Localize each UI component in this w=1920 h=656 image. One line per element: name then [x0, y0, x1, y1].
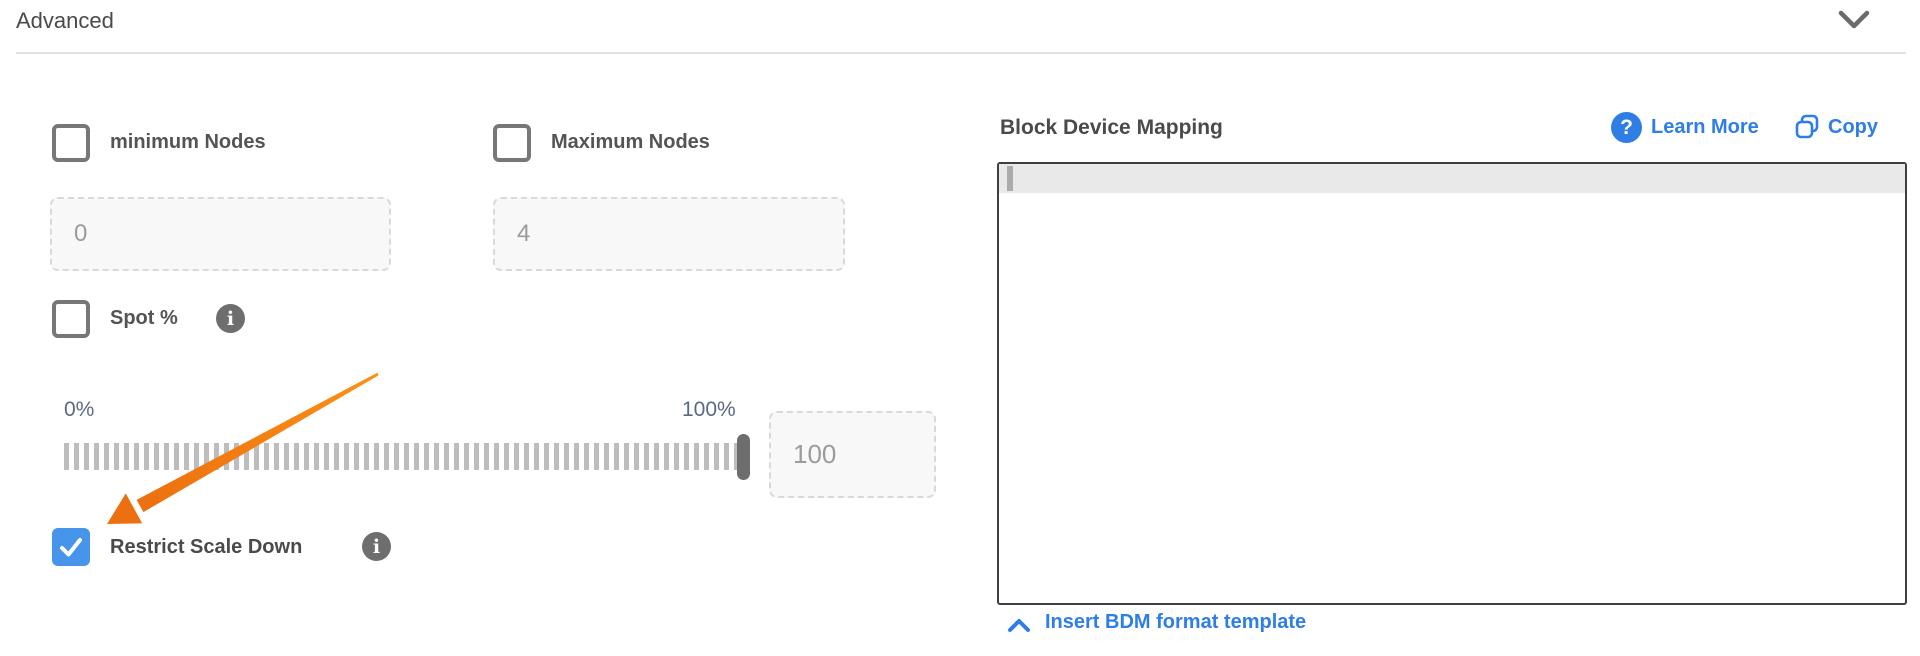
editor-cursor [1007, 166, 1013, 191]
maximum-nodes-checkbox[interactable] [493, 124, 531, 162]
restrict-scale-down-label: Restrict Scale Down [110, 536, 303, 558]
copy-icon[interactable] [1793, 113, 1821, 141]
spot-percent-value-input[interactable] [769, 411, 936, 498]
restrict-scale-down-info-icon[interactable]: i [362, 532, 391, 561]
section-divider [16, 52, 1906, 54]
bdm-editor[interactable] [997, 162, 1907, 605]
slider-max-label: 100% [682, 398, 736, 421]
learn-more-link[interactable]: Learn More [1651, 116, 1759, 138]
spot-percent-slider-handle[interactable] [737, 434, 750, 480]
chevron-down-icon [1836, 10, 1872, 38]
insert-bdm-template-link[interactable]: Insert BDM format template [1045, 611, 1307, 633]
slider-min-label: 0% [64, 398, 95, 421]
bdm-title: Block Device Mapping [1000, 116, 1223, 139]
panel-title: Advanced [16, 8, 114, 33]
spot-percent-label: Spot % [110, 307, 178, 329]
maximum-nodes-label: Maximum Nodes [551, 131, 710, 153]
spot-percent-checkbox[interactable] [52, 300, 90, 338]
restrict-scale-down-checkbox[interactable] [52, 528, 90, 566]
editor-active-line [999, 164, 1905, 193]
minimum-nodes-label: minimum Nodes [110, 131, 266, 153]
question-circle-icon[interactable]: ? [1611, 112, 1642, 143]
spot-percent-slider-track[interactable] [64, 443, 748, 470]
spot-info-icon[interactable]: i [216, 304, 245, 333]
minimum-nodes-input[interactable] [50, 197, 391, 271]
chevron-up-icon[interactable] [1007, 618, 1031, 633]
minimum-nodes-checkbox[interactable] [52, 124, 90, 162]
collapse-section-button[interactable] [1836, 8, 1872, 34]
maximum-nodes-input[interactable] [493, 197, 845, 271]
copy-link[interactable]: Copy [1828, 116, 1878, 138]
